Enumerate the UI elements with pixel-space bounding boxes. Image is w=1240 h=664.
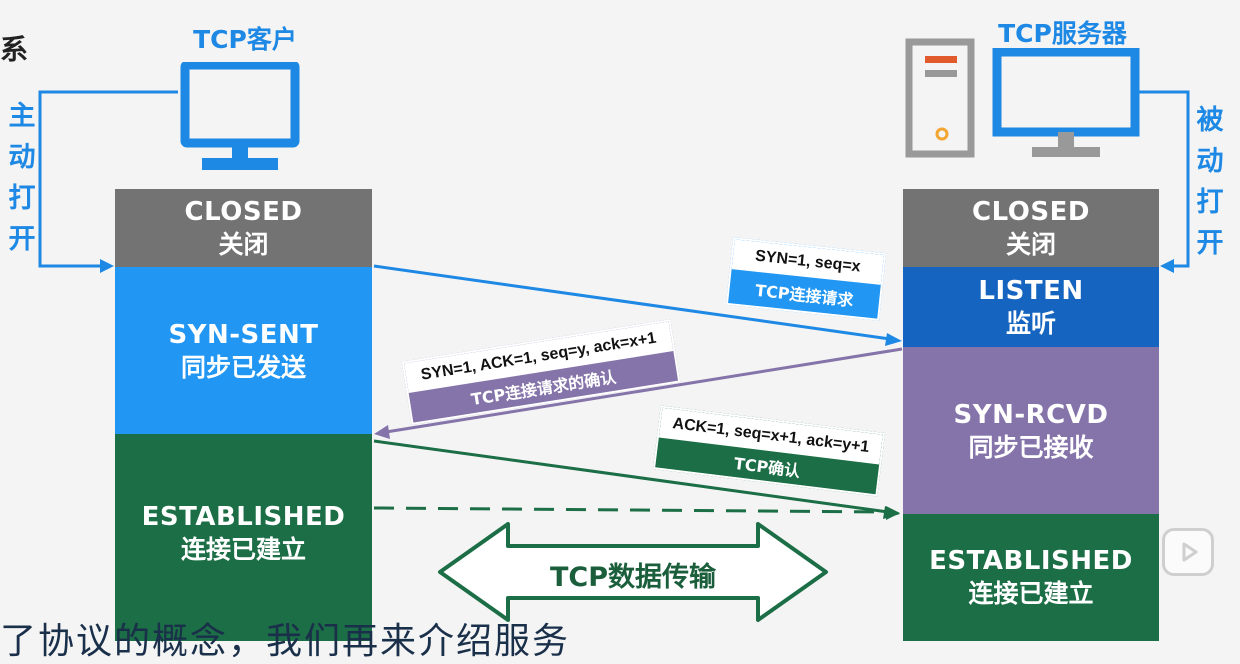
- state-zh: 连接已建立: [180, 535, 306, 564]
- server-state-listen: LISTEN 监听: [903, 267, 1159, 347]
- state-zh: 关闭: [1005, 230, 1056, 259]
- video-subtitle: 了协议的概念，我们再来介绍服务: [0, 621, 571, 662]
- page-title-fragment: 系: [0, 33, 29, 66]
- client-state-closed: CLOSED 关闭: [115, 189, 372, 267]
- server-state-syn-rcvd: SYN-RCVD 同步已接收: [903, 347, 1159, 514]
- handshake-arrows: [38, 90, 1190, 622]
- server-state-closed: CLOSED 关闭: [903, 189, 1159, 267]
- client-state-established: ESTABLISHED 连接已建立: [115, 434, 372, 641]
- data-transfer-label: TCP数据传输: [549, 562, 717, 593]
- client-active-open-label: 主动打开: [8, 101, 36, 255]
- data-transfer-double-arrow: [438, 522, 828, 622]
- state-en: CLOSED: [184, 197, 303, 227]
- state-zh: 连接已建立: [968, 579, 1094, 608]
- monitor-icon: [180, 62, 300, 170]
- state-en: ESTABLISHED: [929, 546, 1133, 576]
- state-zh: 关闭: [218, 230, 269, 259]
- server-tower-icon: [905, 38, 975, 158]
- state-en: LISTEN: [978, 276, 1084, 306]
- state-en: SYN-RCVD: [953, 399, 1109, 430]
- state-en: SYN-SENT: [168, 319, 319, 350]
- client-title: TCP客户: [193, 25, 297, 54]
- state-zh: 监听: [1005, 309, 1056, 338]
- bilibili-tv-icon: [1162, 528, 1214, 576]
- server-passive-open-label: 被动打开: [1196, 105, 1224, 259]
- state-en: ESTABLISHED: [141, 502, 346, 532]
- server-state-established: ESTABLISHED 连接已建立: [903, 514, 1159, 641]
- state-zh: 同步已发送: [180, 352, 306, 382]
- client-state-syn-sent: SYN-SENT 同步已发送: [115, 267, 372, 434]
- server-title: TCP服务器: [998, 19, 1127, 48]
- state-en: CLOSED: [972, 197, 1090, 227]
- state-zh: 同步已接收: [968, 432, 1094, 462]
